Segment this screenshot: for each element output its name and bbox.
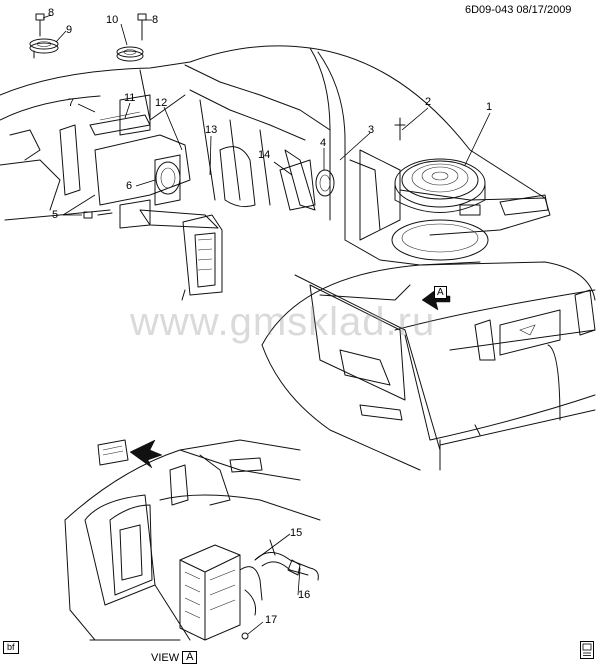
rear-corner-speaker (154, 154, 335, 206)
inset-harness (241, 539, 319, 640)
spare-tire-well (391, 219, 489, 261)
callout-1: 1 (486, 101, 493, 113)
view-label: VIEW A (151, 651, 198, 664)
vehicle-rear-body (261, 261, 596, 471)
callout-5: 5 (52, 209, 59, 221)
callout-4: 4 (320, 137, 327, 149)
callout-3: 3 (368, 124, 375, 136)
inset-radio-unit (97, 439, 129, 466)
callout-12: 12 (155, 97, 168, 109)
inset-amplifier (179, 544, 263, 641)
view-label-text: VIEW (151, 651, 180, 664)
callout-9: 9 (66, 24, 73, 36)
view-arrow-icon (129, 439, 163, 469)
top-speaker-left (29, 13, 59, 59)
reference-letter-box: A (434, 286, 447, 299)
top-speaker-right (116, 13, 147, 62)
callout-11: 11 (124, 92, 136, 104)
callout-16: 16 (298, 589, 311, 601)
callout-7: 7 (68, 97, 75, 109)
callout-8-right: 8 (152, 14, 159, 26)
hardware-parts (83, 117, 549, 229)
inset-trunk-view (64, 439, 321, 641)
callout-6: 6 (126, 180, 133, 192)
callout-leaders (42, 14, 491, 635)
callout-17: 17 (265, 614, 278, 626)
door-speaker-panel (219, 146, 316, 211)
callout-2: 2 (425, 96, 432, 108)
subwoofer-speaker (394, 158, 486, 213)
rear-deck-structure (0, 45, 551, 266)
publisher-logo-icon (580, 641, 594, 659)
callout-8-left: 8 (48, 7, 55, 19)
view-letter-box: A (182, 651, 198, 664)
callout-10: 10 (106, 14, 119, 26)
callout-15: 15 (290, 527, 303, 539)
callout-13: 13 (205, 124, 218, 136)
diagram-code-date: 6D09-043 08/17/2009 (465, 4, 572, 16)
corner-tag: bf (3, 641, 19, 654)
amplifier-module-upper (139, 209, 223, 301)
callout-14: 14 (258, 149, 271, 161)
watermark: www.gmsklad.ru (130, 300, 436, 344)
